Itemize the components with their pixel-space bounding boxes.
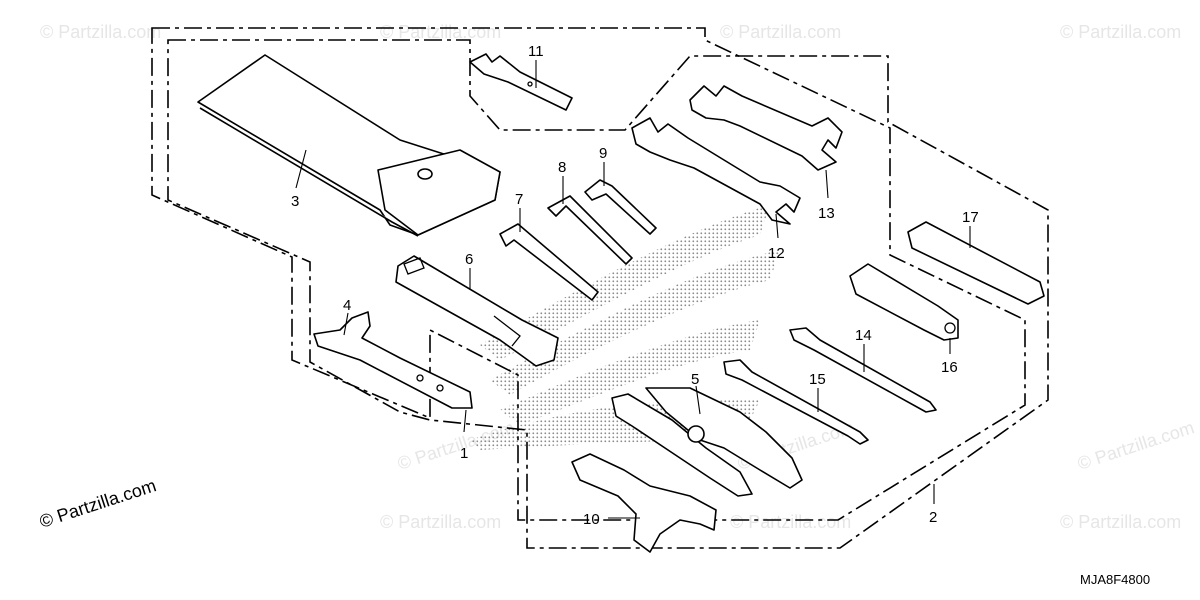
faint-watermark: © Partzilla.com bbox=[730, 512, 851, 532]
callout-12: 12 bbox=[768, 245, 785, 262]
callout-13: 13 bbox=[818, 205, 835, 222]
callout-8: 8 bbox=[558, 159, 566, 176]
faint-watermark: © Partzilla.com bbox=[40, 22, 161, 42]
callouts: 1 2 3 4 5 6 7 8 9 10 11 12 13 14 15 16 1… bbox=[291, 43, 979, 528]
callout-9: 9 bbox=[599, 145, 607, 162]
wrench-13 bbox=[689, 85, 843, 171]
callout-14: 14 bbox=[855, 327, 872, 344]
callout-5: 5 bbox=[691, 371, 699, 388]
grip-17 bbox=[907, 221, 1045, 305]
screwdriver-14 bbox=[789, 327, 937, 413]
callout-11: 11 bbox=[528, 43, 544, 60]
hex-keys bbox=[499, 179, 657, 301]
callout-6: 6 bbox=[465, 251, 473, 268]
callout-10: 10 bbox=[583, 511, 600, 528]
faint-watermark: © Partzilla.com bbox=[720, 22, 841, 42]
faint-watermark: © Partzilla.com bbox=[1075, 417, 1197, 474]
wrench-12 bbox=[631, 117, 801, 225]
tool-pouch bbox=[197, 54, 501, 237]
spark-plug-wrench bbox=[395, 255, 559, 367]
faint-watermark: © Partzilla.com bbox=[380, 22, 501, 42]
spanner-10 bbox=[571, 453, 717, 553]
small-wrench bbox=[469, 53, 573, 111]
faint-watermark: © Partzilla.com bbox=[1060, 22, 1181, 42]
kit-outline-2 bbox=[167, 39, 1049, 549]
screwdriver-15 bbox=[723, 359, 869, 445]
partzilla-watermark: © Partzilla.com bbox=[37, 475, 159, 532]
callout-1: 1 bbox=[460, 445, 468, 462]
faint-watermark: © Partzilla.com bbox=[1060, 512, 1181, 532]
screwdriver-handle bbox=[849, 263, 959, 341]
callout-3: 3 bbox=[291, 193, 299, 210]
callout-15: 15 bbox=[809, 371, 826, 388]
hook-spanner bbox=[313, 311, 473, 409]
pliers bbox=[611, 387, 803, 497]
callout-7: 7 bbox=[515, 191, 523, 208]
callout-4: 4 bbox=[343, 297, 351, 314]
callout-16: 16 bbox=[941, 359, 958, 376]
faint-watermark: © Partzilla.com bbox=[380, 512, 501, 532]
callout-2: 2 bbox=[929, 509, 937, 526]
leader-lines bbox=[295, 60, 971, 519]
callout-17: 17 bbox=[962, 209, 979, 226]
diagram-code: MJA8F4800 bbox=[1080, 572, 1150, 587]
